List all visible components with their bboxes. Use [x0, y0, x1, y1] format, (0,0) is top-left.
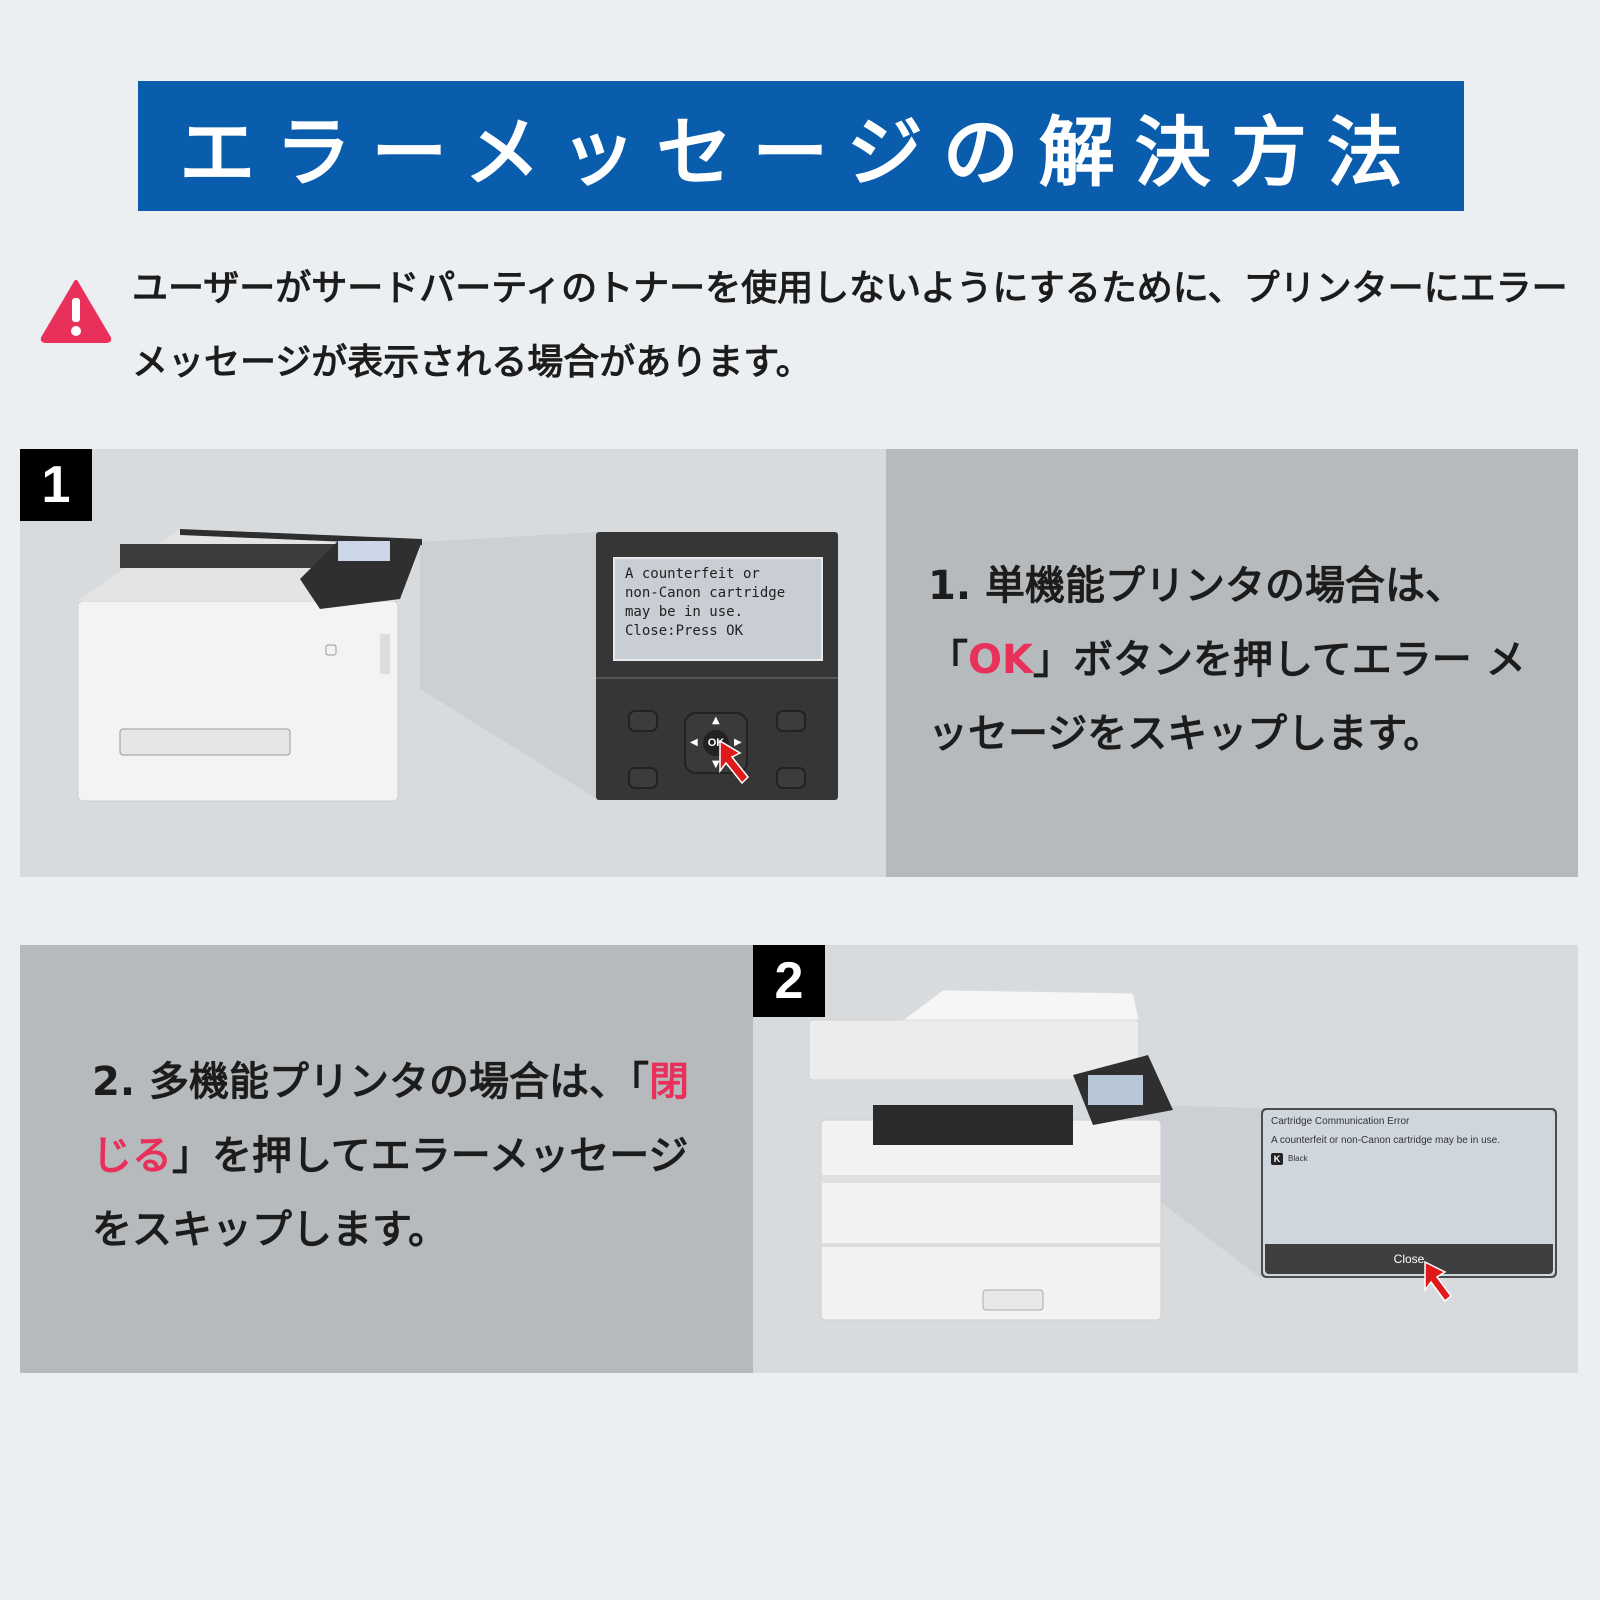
panel-key[interactable]	[628, 767, 658, 789]
step2-text: 2. 多機能プリンタの場合は、「閉じる」を押してエラーメッセージをスキップします…	[92, 1045, 712, 1267]
step-number: 1	[20, 449, 92, 521]
step1-text: 1. 単機能プリンタの場合は、「OK」ボタンを押してエラー メッセージをスキップ…	[928, 549, 1558, 771]
right-arrow-icon: ▶	[734, 737, 742, 748]
step2-highlight: 閉じる	[92, 1059, 689, 1179]
single-function-printer-image	[77, 529, 597, 802]
cartridge-color-label: Black	[1288, 1154, 1308, 1163]
step1-panel: A counterfeit or non-Canon cartridge may…	[20, 449, 1578, 877]
multifunction-printer-image	[808, 989, 1261, 1321]
pointer-arrow-icon	[1424, 1260, 1453, 1303]
up-arrow-icon: ▲	[712, 715, 720, 726]
lcd-message: A counterfeit or non-Canon cartridge may…	[625, 565, 820, 641]
lcd-line: may be in use.	[625, 604, 744, 620]
pointer-arrow-icon	[719, 739, 750, 785]
panel-key[interactable]	[628, 710, 658, 732]
down-arrow-icon: ▼	[712, 759, 720, 770]
intro-text: ユーザーがサードパーティのトナーを使用しないようにするために、プリンターにエラー…	[132, 268, 1568, 383]
panel-key[interactable]	[776, 767, 806, 789]
step1-text-before: 1. 単機能プリンタの場合は、「	[928, 563, 1465, 683]
step1-text-after: 」ボタンを押してエラー メッセージをスキップします。	[928, 637, 1526, 757]
step2-panel: 2. 多機能プリンタの場合は、「閉じる」を押してエラーメッセージをスキップします…	[20, 945, 1578, 1373]
dialog-message: A counterfeit or non-Canon cartridge may…	[1271, 1135, 1501, 1146]
touch-screen: Cartridge Communication Error A counterf…	[1261, 1108, 1557, 1303]
step2-text-before: 2. 多機能プリンタの場合は、「	[92, 1059, 649, 1105]
lcd-line: A counterfeit or	[625, 566, 760, 582]
lcd-line: non-Canon cartridge	[625, 585, 786, 601]
step2-text-after: 」を押してエラーメッセージをスキップします。	[92, 1133, 689, 1253]
step2-illustration: Cartridge Communication Error A counterf…	[753, 945, 1578, 1373]
page-title: エラーメッセージの解決方法	[138, 81, 1464, 211]
left-arrow-icon: ◀	[690, 737, 698, 748]
step1-illustration: A counterfeit or non-Canon cartridge may…	[20, 449, 886, 877]
black-cartridge-badge: K	[1271, 1153, 1283, 1165]
dialog-title: Cartridge Communication Error	[1271, 1116, 1410, 1127]
step1-highlight: OK	[968, 637, 1033, 683]
error-dialog: Cartridge Communication Error A counterf…	[1263, 1110, 1555, 1276]
panel-key[interactable]	[776, 710, 806, 732]
close-button[interactable]: Close	[1265, 1244, 1553, 1274]
lcd-screen: A counterfeit or non-Canon cartridge may…	[613, 557, 823, 661]
lcd-line: Close:Press OK	[625, 623, 744, 639]
control-panel: A counterfeit or non-Canon cartridge may…	[596, 532, 838, 800]
step-number: 2	[753, 945, 825, 1017]
warning-icon	[40, 280, 112, 343]
